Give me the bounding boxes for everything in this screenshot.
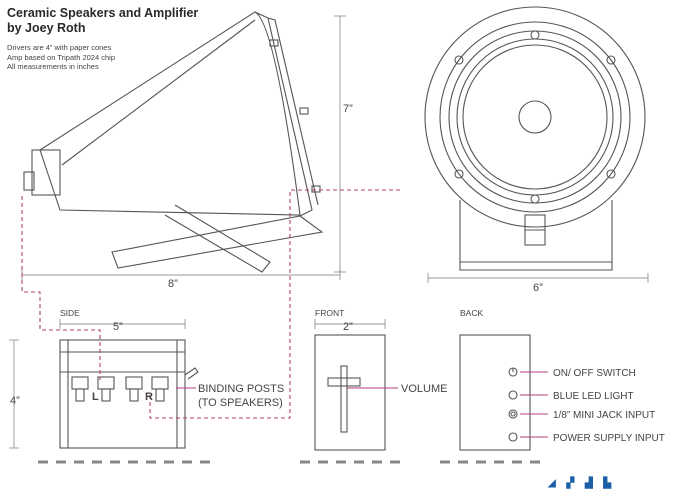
callout-binding-posts-sub: (TO SPEAKERS) bbox=[198, 397, 283, 409]
callout-on-off: ON/ OFF SWITCH bbox=[553, 368, 636, 379]
diagram-title: Ceramic Speakers and Amplifier by Joey R… bbox=[7, 6, 198, 36]
dimension-height-4 bbox=[9, 339, 19, 449]
speaker-side-view bbox=[23, 11, 324, 273]
speaker-front-view bbox=[424, 6, 646, 271]
amp-front-view bbox=[314, 334, 386, 451]
cable-paths bbox=[21, 189, 400, 419]
led-light-icon bbox=[508, 390, 518, 400]
callout-leaders bbox=[176, 371, 548, 438]
dimension-label-5: 5” bbox=[113, 321, 123, 333]
callout-volume: VOLUME bbox=[401, 383, 447, 395]
callout-binding-posts: BINDING POSTS bbox=[198, 383, 284, 395]
power-input-icon bbox=[508, 432, 518, 442]
dimension-label-7: 7” bbox=[343, 103, 353, 115]
dimension-width-8 bbox=[21, 270, 341, 280]
dimension-label-4: 4” bbox=[10, 395, 20, 407]
title-line-2: by Joey Roth bbox=[7, 21, 86, 35]
title-line-1: Ceramic Speakers and Amplifier bbox=[7, 6, 199, 20]
volume-knob bbox=[327, 377, 361, 387]
callout-power: POWER SUPPLY INPUT bbox=[553, 433, 665, 444]
binding-post-3 bbox=[125, 376, 143, 402]
dimension-width-6 bbox=[427, 273, 649, 283]
callout-blue-led: BLUE LED LIGHT bbox=[553, 391, 634, 402]
amp-back-view bbox=[459, 334, 531, 451]
note-amp: Amp based on Tripath 2024 chip bbox=[7, 52, 115, 62]
post-label-left: L bbox=[92, 391, 99, 403]
view-label-side: SIDE bbox=[60, 308, 80, 318]
mini-jack-icon bbox=[508, 409, 518, 419]
dimension-label-2: 2” bbox=[343, 321, 353, 333]
view-label-back: BACK bbox=[460, 308, 483, 318]
dimension-label-8: 8” bbox=[168, 278, 178, 290]
note-drivers: Drivers are 4” with paper cones bbox=[7, 43, 112, 52]
cable-left bbox=[21, 196, 101, 380]
notes-block: Drivers are 4” with paper cones Amp base… bbox=[7, 43, 115, 72]
binding-post-1 bbox=[71, 376, 89, 402]
watermark-logo: ◢ ▞ ▟ ▙ bbox=[548, 478, 616, 489]
dimension-width-5 bbox=[59, 319, 186, 329]
dimension-height-7 bbox=[334, 15, 346, 273]
dimension-width-2 bbox=[314, 319, 386, 329]
binding-post-2 bbox=[97, 376, 115, 402]
amp-side-view bbox=[59, 339, 199, 449]
side-switch-icon bbox=[184, 367, 199, 380]
binding-post-4 bbox=[151, 376, 169, 402]
rear-jack-icon bbox=[23, 171, 35, 191]
post-label-right: R bbox=[145, 391, 153, 403]
view-label-front: FRONT bbox=[315, 308, 344, 318]
callout-mini-jack: 1/8” MINI JACK INPUT bbox=[553, 410, 655, 421]
dimension-label-6: 6” bbox=[533, 282, 543, 294]
note-units: All measurements in inches bbox=[7, 62, 99, 71]
cable-right bbox=[149, 189, 400, 419]
